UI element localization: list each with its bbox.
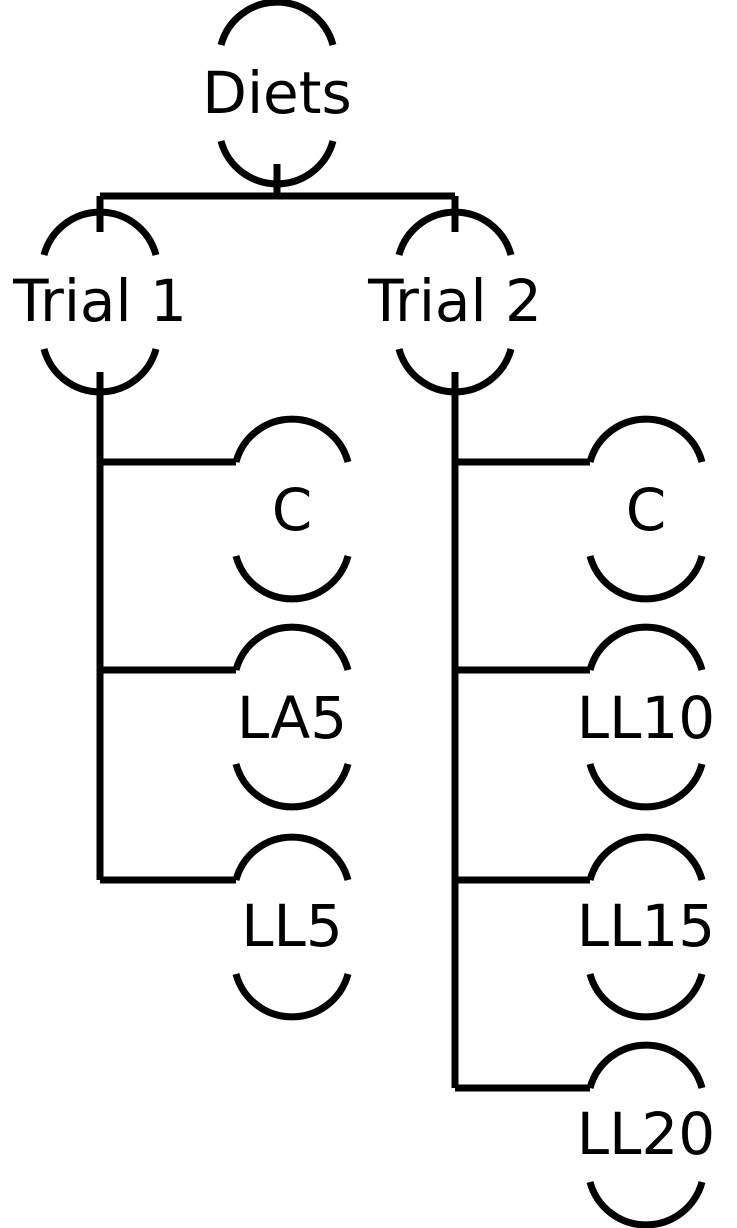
- node-label-t1-la5: LA5: [237, 684, 347, 752]
- node-arc-bottom: [395, 348, 515, 396]
- node-arc-top: [232, 415, 352, 463]
- node-arc-top: [232, 623, 352, 671]
- node-label-diets: Diets: [202, 59, 351, 127]
- node-arc-bottom: [586, 763, 706, 811]
- trial-2-connector: [451, 372, 590, 1092]
- node-arc-top: [395, 208, 515, 256]
- node-t2-ll15: LL15: [577, 833, 715, 1021]
- node-trial-2: Trial 2: [367, 208, 542, 396]
- node-arc-bottom: [586, 555, 706, 603]
- node-trial-1: Trial 1: [12, 208, 187, 396]
- node-arc-top: [586, 1041, 706, 1089]
- node-t2-c: C: [586, 415, 706, 603]
- connectors: [96, 164, 590, 1092]
- node-arc-top: [232, 833, 352, 881]
- node-label-t1-c: C: [272, 476, 313, 544]
- node-arc-top: [586, 833, 706, 881]
- node-t1-ll5: LL5: [232, 833, 352, 1021]
- node-arc-top: [586, 623, 706, 671]
- node-arc-bottom: [232, 973, 352, 1021]
- node-arc-top: [217, 0, 337, 46]
- node-label-t2-ll10: LL10: [577, 684, 715, 752]
- node-diets: Diets: [202, 0, 352, 188]
- node-label-t2-ll15: LL15: [577, 892, 715, 960]
- node-t1-la5: LA5: [232, 623, 352, 811]
- node-arc-bottom: [217, 140, 337, 188]
- node-label-t2-ll20: LL20: [577, 1100, 715, 1168]
- node-label-t2-c: C: [626, 476, 667, 544]
- node-arc-bottom: [586, 1181, 706, 1228]
- node-arc-bottom: [586, 973, 706, 1021]
- node-label-trial-1: Trial 1: [12, 267, 187, 335]
- node-arc-bottom: [232, 763, 352, 811]
- node-t2-ll10: LL10: [577, 623, 715, 811]
- node-t1-c: C: [232, 415, 352, 603]
- node-arc-bottom: [232, 555, 352, 603]
- node-label-trial-2: Trial 2: [367, 267, 542, 335]
- node-t2-ll20: LL20: [577, 1041, 715, 1228]
- trial-1-connector: [96, 372, 236, 884]
- node-label-t1-ll5: LL5: [241, 892, 343, 960]
- node-arc-top: [40, 208, 160, 256]
- root-connector: [96, 164, 459, 232]
- node-arc-bottom: [40, 348, 160, 396]
- node-arc-top: [586, 415, 706, 463]
